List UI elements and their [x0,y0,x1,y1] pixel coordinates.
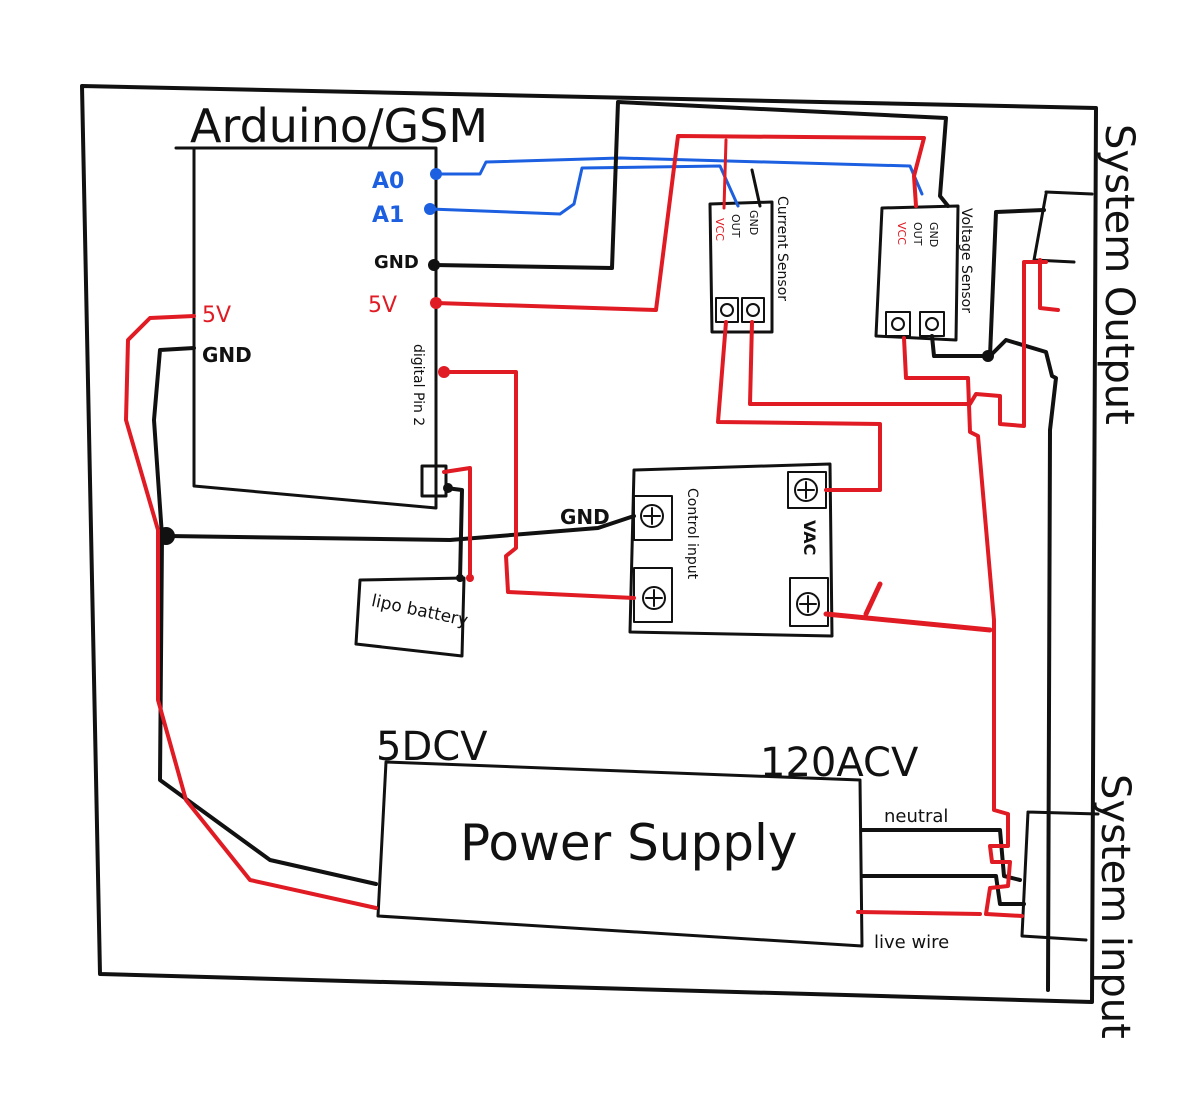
gnd-bus-wire [432,100,950,270]
relay-gnd-wire [166,514,636,542]
system-input-label: System input [1092,774,1138,1039]
output-neutral-wire [988,208,1046,358]
battery-neg-wire [444,486,464,582]
live-wire [856,910,982,916]
power-supply-label: Power Supply [460,814,797,872]
relay-live-wire [823,581,993,633]
voltage-sensor: VCC OUT GND Voltage Sensor [874,204,974,342]
current-gnd-label: GND [747,210,760,235]
supply-5dcv-label: 5DCV [376,724,488,770]
5v-bus-wire [434,134,926,312]
system-output-terminal: System Output [1032,124,1142,425]
current-sensor: VCC OUT GND Current Sensor [708,196,790,334]
battery-connector [420,464,448,498]
live-feed-wire [902,336,1024,918]
neutral-wire-2 [860,874,1026,906]
relay-vac-wire [716,320,882,492]
live-wire-label: live wire [874,932,949,953]
relay: GND Control input VAC [560,462,834,638]
ground-junction [157,527,175,545]
current-gnd-wire [750,168,762,208]
current-out-label: OUT [729,214,742,238]
lipo-label: lipo battery [370,591,470,631]
control-input-label: Control input [684,488,700,580]
output-live-tick [1038,258,1060,312]
digital2-wire [442,370,636,600]
neutral-wire [860,828,1022,882]
battery-neg-term [456,574,464,582]
lipo-battery: lipo battery [354,576,470,658]
pin-5v-label: 5V [368,293,397,318]
left-5v-wire [124,314,378,910]
a1-wire [428,164,740,216]
neutral-junction [982,350,994,362]
battery-neg-dot [443,483,453,493]
pin-gnd-label: GND [374,252,419,273]
voltage-out-label: OUT [911,222,924,246]
voltage-out-wire [930,334,1058,992]
power-supply: 5DCV 120ACV Power Supply neutral live wi… [376,724,949,953]
current-vcc-label: VCC [713,218,726,241]
output-live-wire [748,260,1048,428]
system-input-terminal: System input [1020,774,1138,1039]
arduino-board: Arduino/GSM A0 A1 GND 5V 5V GND digital … [174,99,488,510]
positive-wires [124,134,1060,918]
digital-pin-label: digital Pin 2 [410,344,426,426]
battery-pos-term [466,574,474,582]
arduino-title: Arduino/GSM [190,99,488,153]
neutral-label: neutral [884,806,948,827]
pin-a1-label: A1 [372,203,404,228]
voltage-sensor-label: Voltage Sensor [958,208,974,313]
a0-wire [434,156,924,196]
left-gnd-label: GND [202,343,252,367]
enclosure-box [80,84,1098,1004]
left-5v-label: 5V [202,303,231,328]
voltage-gnd-label: GND [927,222,940,247]
ground-wires [152,100,1058,992]
supply-120acv-label: 120ACV [760,740,919,786]
pin-a0-label: A0 [372,169,404,194]
signal-wires [428,156,924,216]
voltage-vcc-label: VCC [895,222,908,245]
battery-pos-wire [442,466,472,582]
vac-label: VAC [800,520,819,555]
current-vcc-wire [722,138,728,210]
system-output-label: System Output [1096,124,1142,425]
current-sensor-label: Current Sensor [774,196,790,301]
